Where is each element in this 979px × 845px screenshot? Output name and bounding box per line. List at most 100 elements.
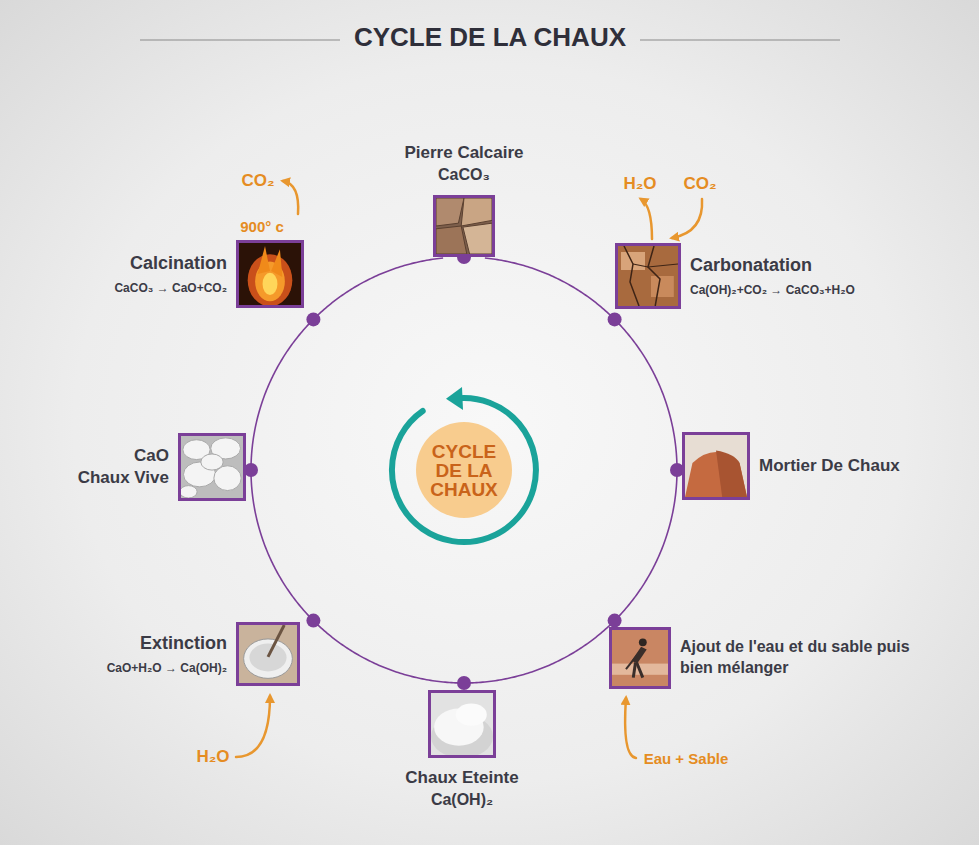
title-rule xyxy=(140,39,340,40)
cycle-stage: CaOChaux Vive xyxy=(78,433,246,501)
stage-photo xyxy=(433,195,495,257)
flow-arrow xyxy=(672,199,702,238)
stage-photo xyxy=(682,432,750,500)
ring-dots xyxy=(244,250,684,690)
photo-detail xyxy=(618,246,678,306)
stage-text: CarbonatationCa(OH)₂+CO₂ → CaCO₃+H₂O xyxy=(690,254,855,299)
cycle-title: CYCLE DE LA CHAUX xyxy=(424,442,504,499)
stage-name: Extinction xyxy=(107,632,227,655)
chemical-formula: CaCO₃ xyxy=(404,165,523,186)
ring-dot xyxy=(306,312,320,326)
diagram-title: CYCLE DE LA CHAUX xyxy=(354,22,626,53)
photo-detail xyxy=(632,647,647,664)
stage-text: Mortier De Chaux xyxy=(759,455,900,477)
photo-detail xyxy=(258,246,270,274)
photo-illustration xyxy=(685,435,747,497)
ring-segment xyxy=(464,621,615,683)
gas-label: CO₂ xyxy=(241,171,274,191)
flow-arrow xyxy=(236,696,270,757)
stage-photo xyxy=(178,433,246,501)
input-label: Eau + Sable xyxy=(644,750,729,767)
ring-dot xyxy=(608,312,622,326)
photo-illustration xyxy=(181,436,243,498)
stage-text: ExtinctionCaO+H₂O → Ca(OH)₂ xyxy=(107,632,227,677)
ring-dot xyxy=(457,676,471,690)
photo-detail xyxy=(685,435,747,497)
ring-segment xyxy=(313,621,464,683)
cycle-stage: Pierre CalcaireCaCO₃ xyxy=(404,142,523,257)
photo-detail xyxy=(436,198,492,254)
photo-detail xyxy=(263,273,278,295)
photo-detail xyxy=(456,704,487,726)
photo-detail xyxy=(436,198,464,226)
photo-detail xyxy=(648,246,660,306)
photo-detail xyxy=(239,625,297,683)
ring-segment xyxy=(615,319,677,470)
stage-name: Mortier De Chaux xyxy=(759,455,900,477)
photo-illustration xyxy=(431,693,493,755)
chemical-equation: CaO+H₂O → Ca(OH)₂ xyxy=(107,661,227,677)
photo-detail xyxy=(626,651,640,669)
photo-illustration xyxy=(436,198,492,254)
flow-arrow xyxy=(625,698,636,758)
cycle-stage: CarbonatationCa(OH)₂+CO₂ → CaCO₃+H₂O xyxy=(615,243,855,309)
stage-name: Pierre Calcaire xyxy=(404,142,523,164)
photo-detail xyxy=(612,630,668,686)
gas-label: CO₂ xyxy=(683,174,716,194)
photo-illustration xyxy=(618,246,678,306)
photo-detail xyxy=(244,639,293,678)
ring-dot xyxy=(608,614,622,628)
photo-detail xyxy=(461,198,492,226)
title-rule xyxy=(640,39,840,40)
stage-name: Chaux Vive xyxy=(78,467,169,489)
ring-dot xyxy=(244,463,258,477)
photo-detail xyxy=(201,454,223,470)
photo-detail xyxy=(436,226,467,254)
flow-arrow xyxy=(283,181,298,214)
ring-segment xyxy=(251,470,313,621)
gas-label: H₂O xyxy=(623,174,656,194)
ring-segment xyxy=(485,258,615,319)
stage-text: CalcinationCaCO₃ → CaO+CO₂ xyxy=(114,252,227,297)
ring-segment xyxy=(615,470,677,621)
stage-photo xyxy=(609,627,671,689)
ring-dot xyxy=(306,614,320,628)
stage-name: Carbonatation xyxy=(690,254,855,277)
cycle-center: CYCLE DE LA CHAUX xyxy=(416,422,512,518)
photo-detail xyxy=(268,625,284,657)
chemical-formula: Ca(OH)₂ xyxy=(405,790,518,811)
flow-arrow xyxy=(641,199,652,239)
stage-text: Chaux EteinteCa(OH)₂ xyxy=(405,767,518,811)
stage-photo xyxy=(236,622,300,686)
photo-illustration xyxy=(239,243,301,305)
photo-detail xyxy=(639,638,647,646)
photo-illustration xyxy=(612,630,668,686)
photo-detail xyxy=(239,243,301,305)
photo-detail xyxy=(637,662,643,677)
photo-detail xyxy=(624,246,639,306)
chemical-equation: Ca(OH)₂+CO₂ → CaCO₃+H₂O xyxy=(690,283,855,299)
photo-detail xyxy=(181,486,197,498)
photo-detail xyxy=(633,662,635,677)
cycle-arrowhead xyxy=(446,387,463,410)
photo-detail xyxy=(214,466,241,491)
stage-text: Ajout de l'eau et du sable puis bien mél… xyxy=(680,637,915,679)
chemical-formula: CaO xyxy=(78,445,169,467)
cycle-stage: ExtinctionCaO+H₂O → Ca(OH)₂ xyxy=(107,622,300,686)
stage-photo xyxy=(615,243,681,309)
cycle-stage: Mortier De Chaux xyxy=(682,432,900,500)
stage-name: Chaux Eteinte xyxy=(405,767,518,789)
photo-detail xyxy=(249,644,286,672)
photo-detail xyxy=(248,254,293,305)
photo-detail xyxy=(633,264,678,267)
photo-detail xyxy=(716,451,747,498)
photo-illustration xyxy=(239,625,297,683)
chemical-equation: CaCO₃ → CaO+CO₂ xyxy=(114,281,227,297)
stage-photo xyxy=(236,240,304,308)
cycle-stage: Chaux EteinteCa(OH)₂ xyxy=(405,690,518,811)
ring-segment xyxy=(313,258,443,319)
gas-label: H₂O xyxy=(196,747,229,767)
cycle-stage: CalcinationCaCO₃ → CaO+CO₂ xyxy=(114,240,304,308)
temperature-label: 900° c xyxy=(240,218,284,235)
photo-detail xyxy=(271,249,282,277)
